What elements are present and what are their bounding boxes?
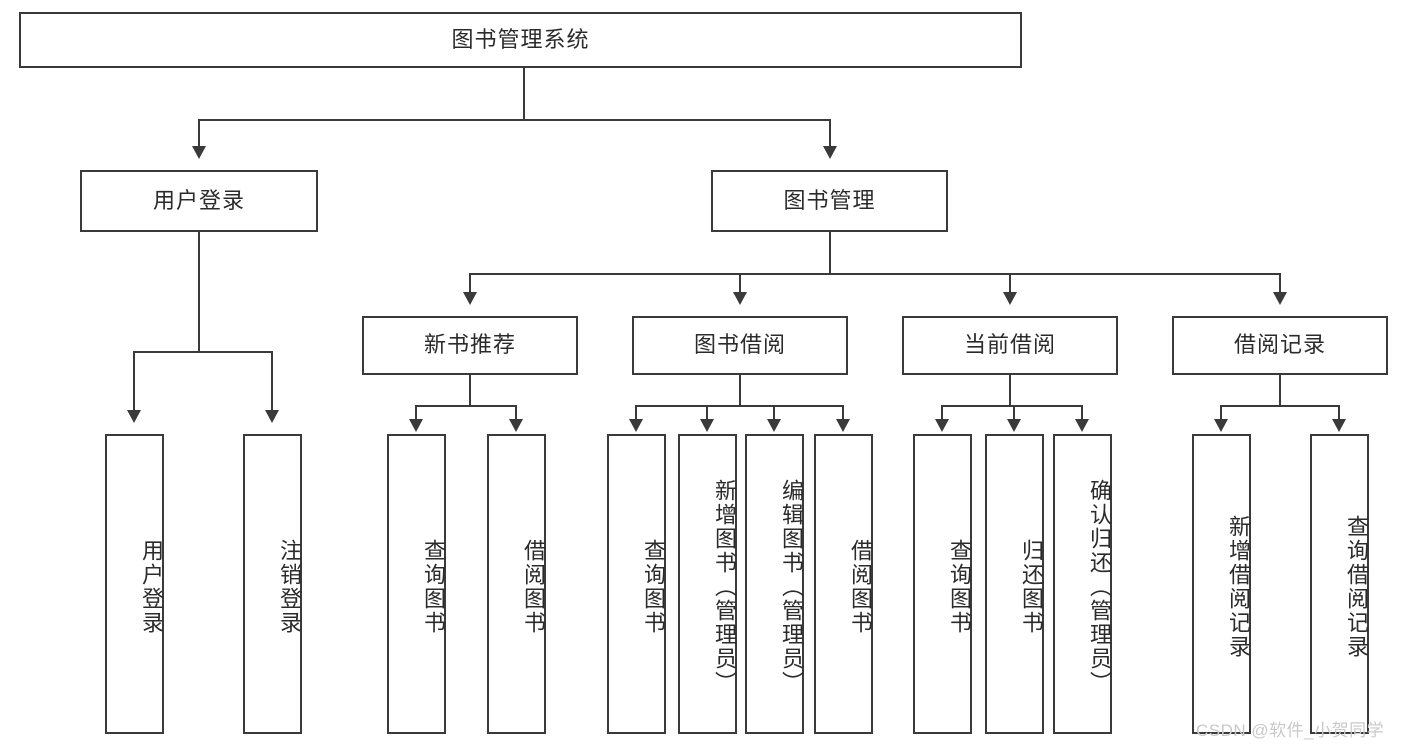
connector-user-login-stem (198, 232, 200, 351)
arrowhead-cb-query (935, 419, 949, 432)
arrowhead-br-add (1214, 419, 1228, 432)
arrowhead-to-book-borrow (733, 292, 747, 305)
connector-root-bus (198, 119, 831, 121)
connector-bb-to-edit (773, 405, 775, 422)
node-label: 编辑图书（管理员） (779, 479, 804, 695)
connector-borrow-records-bus (1220, 405, 1339, 407)
node-leaf-add-borrow-record[interactable]: 新增借阅记录 (1192, 434, 1251, 734)
node-leaf-user-login[interactable]: 用户登录 (105, 434, 164, 734)
connector-nbr-to-query (415, 405, 417, 422)
node-label: 图书借阅 (693, 332, 786, 358)
node-label: 图书管理系统 (451, 26, 590, 52)
arrowhead-to-login-leaf (127, 410, 141, 423)
node-label: 借阅记录 (1233, 332, 1326, 358)
node-label: 查询图书 (947, 539, 972, 635)
connector-bb-to-query (635, 405, 637, 422)
arrowhead-to-current-borrow (1003, 292, 1017, 305)
node-leaf-query-book-borrow[interactable]: 查询图书 (607, 434, 666, 734)
node-label: 图书管理 (783, 187, 876, 213)
node-book-borrow[interactable]: 图书借阅 (632, 316, 848, 375)
node-label: 用户登录 (152, 187, 245, 213)
connector-to-new-book-rec (469, 273, 471, 295)
connector-root-to-book-mgmt (829, 119, 831, 149)
node-label: 注销登录 (277, 539, 302, 635)
node-label: 新增图书（管理员） (712, 479, 737, 695)
arrowhead-cb-return (1007, 419, 1021, 432)
node-label: 借阅图书 (848, 539, 873, 635)
node-label: 借阅图书 (521, 539, 546, 635)
connector-user-login-to-login (133, 351, 135, 413)
connector-book-borrow-bus (635, 405, 844, 407)
node-label: 新书推荐 (423, 332, 516, 358)
node-label: 查询借阅记录 (1344, 515, 1369, 659)
connector-book-mgmt-stem (829, 232, 831, 273)
connector-current-borrow-bus (941, 405, 1083, 407)
arrowhead-to-book-mgmt (823, 146, 837, 159)
node-label: 归还图书 (1019, 539, 1044, 635)
node-current-borrow[interactable]: 当前借阅 (902, 316, 1118, 375)
arrowhead-nbr-borrow (509, 419, 523, 432)
node-leaf-add-book-admin[interactable]: 新增图书（管理员） (678, 434, 737, 734)
connector-root-to-user-login (198, 119, 200, 149)
connector-root-stem (523, 68, 525, 119)
arrowhead-to-user-login (192, 146, 206, 159)
connector-new-book-rec-bus (415, 405, 517, 407)
node-label: 新增借阅记录 (1226, 515, 1251, 659)
connector-current-borrow-stem (1009, 375, 1011, 405)
connector-to-borrow-records (1279, 273, 1281, 295)
node-label: 确认归还（管理员） (1087, 479, 1112, 695)
arrowhead-bb-edit (767, 419, 781, 432)
arrowhead-bb-query (629, 419, 643, 432)
node-label: 当前借阅 (963, 332, 1056, 358)
node-leaf-logout[interactable]: 注销登录 (243, 434, 302, 734)
node-root-system[interactable]: 图书管理系统 (19, 12, 1022, 68)
node-leaf-return-book[interactable]: 归还图书 (985, 434, 1044, 734)
node-label: 查询图书 (421, 539, 446, 635)
arrowhead-br-query (1332, 419, 1346, 432)
connector-book-mgmt-bus (469, 273, 1280, 275)
node-new-book-recommend[interactable]: 新书推荐 (362, 316, 578, 375)
connector-bb-to-borrow (842, 405, 844, 422)
arrowhead-nbr-query (409, 419, 423, 432)
node-leaf-borrow-book[interactable]: 借阅图书 (814, 434, 873, 734)
node-borrow-records[interactable]: 借阅记录 (1172, 316, 1388, 375)
node-leaf-query-book-rec[interactable]: 查询图书 (387, 434, 446, 734)
arrowhead-cb-confirm (1075, 419, 1089, 432)
connector-new-book-rec-stem (469, 375, 471, 405)
arrowhead-bb-add (700, 419, 714, 432)
node-leaf-edit-book-admin[interactable]: 编辑图书（管理员） (745, 434, 804, 734)
node-leaf-query-book-current[interactable]: 查询图书 (913, 434, 972, 734)
connector-borrow-records-stem (1279, 375, 1281, 405)
arrowhead-bb-borrow (836, 419, 850, 432)
node-leaf-confirm-return-admin[interactable]: 确认归还（管理员） (1053, 434, 1112, 734)
connector-user-login-bus (133, 351, 272, 353)
node-user-login[interactable]: 用户登录 (80, 170, 318, 232)
connector-cb-to-query (941, 405, 943, 422)
node-label: 用户登录 (139, 539, 164, 635)
node-leaf-query-borrow-record[interactable]: 查询借阅记录 (1310, 434, 1369, 734)
node-book-management[interactable]: 图书管理 (711, 170, 948, 232)
connector-cb-to-confirm (1081, 405, 1083, 422)
connector-br-to-query (1338, 405, 1340, 422)
connector-br-to-add (1220, 405, 1222, 422)
connector-to-current-borrow (1009, 273, 1011, 295)
arrowhead-to-logout-leaf (265, 410, 279, 423)
connector-bb-to-add (706, 405, 708, 422)
connector-cb-to-return (1013, 405, 1015, 422)
node-label: 查询图书 (641, 539, 666, 635)
node-leaf-borrow-book-rec[interactable]: 借阅图书 (487, 434, 546, 734)
connector-to-book-borrow (739, 273, 741, 295)
arrowhead-to-new-book-rec (463, 292, 477, 305)
connector-nbr-to-borrow (515, 405, 517, 422)
connector-book-borrow-stem (739, 375, 741, 405)
connector-user-login-to-logout (271, 351, 273, 413)
arrowhead-to-borrow-records (1273, 292, 1287, 305)
